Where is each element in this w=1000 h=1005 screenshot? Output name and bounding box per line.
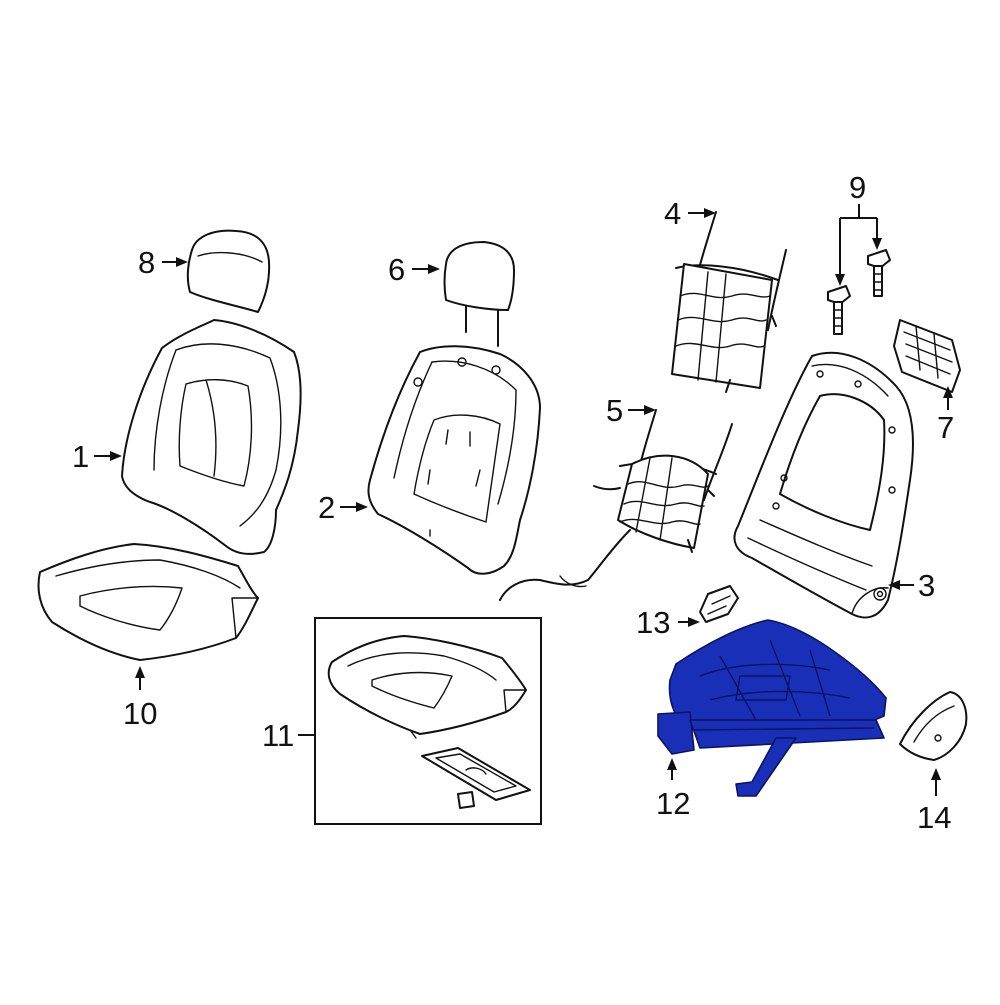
callout-4: 4: [664, 196, 681, 231]
part-9-bolts: [827, 249, 891, 335]
part-12-seat-track-highlighted: [657, 619, 887, 797]
callout-6: 6: [388, 252, 405, 287]
part-2-seatback-pad: [367, 345, 541, 575]
callout-8: 8: [138, 245, 155, 280]
part-7-bracket: [893, 319, 961, 393]
callout-11: 11: [262, 718, 294, 753]
part-3-seatback-frame: [733, 351, 914, 619]
part-6-headrest: [443, 241, 515, 347]
callout-labels: 1 2 3 4 5 6 7 8 9 10 11 12 13 14: [72, 170, 954, 835]
part-8-headrest: [186, 229, 271, 313]
part-13-trim: [699, 585, 739, 623]
callout-13: 13: [636, 605, 670, 640]
callout-3: 3: [918, 568, 935, 603]
part-5-spring-mat-harness: [499, 409, 733, 601]
part-11-box: [314, 617, 542, 825]
callout-10: 10: [123, 696, 157, 731]
callout-12: 12: [656, 786, 690, 821]
callout-5: 5: [606, 393, 623, 428]
callout-1: 1: [72, 439, 89, 474]
callout-7: 7: [937, 410, 954, 445]
part-1-seatback-cover: [121, 319, 302, 555]
leader-lines: [94, 204, 953, 796]
callout-2: 2: [318, 490, 335, 525]
callout-14: 14: [917, 800, 951, 835]
callout-9: 9: [849, 170, 866, 205]
part-10-cushion-cover: [37, 543, 259, 661]
part-4-spring-mat: [671, 211, 787, 393]
part-14-side-shield: [899, 691, 968, 761]
